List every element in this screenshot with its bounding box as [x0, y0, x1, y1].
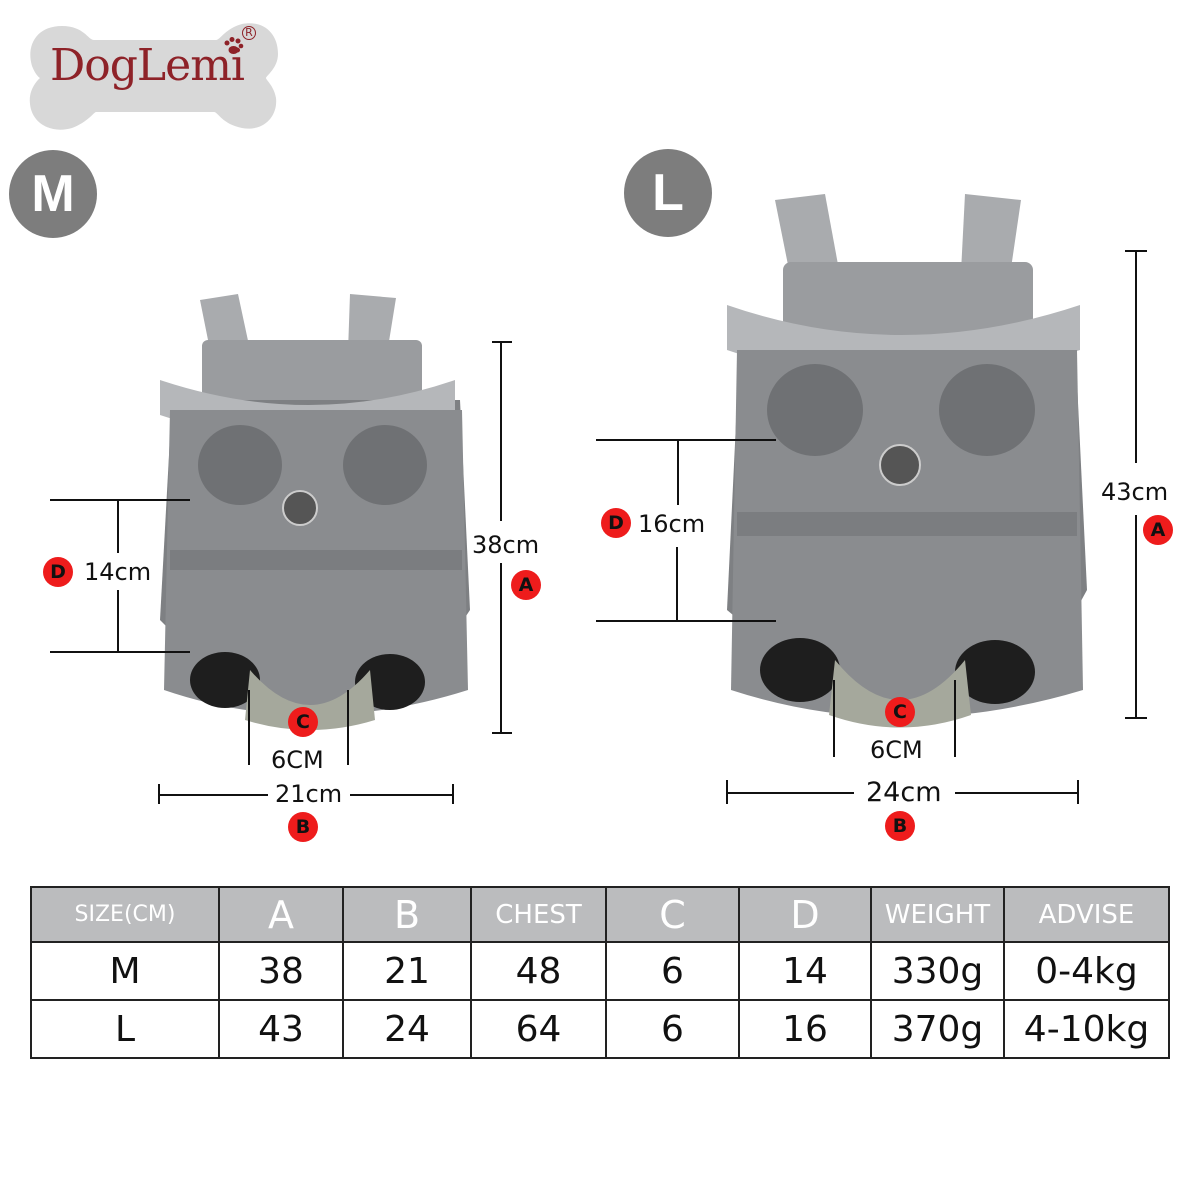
- shoulder-straps: [775, 194, 1021, 282]
- dim-label-c-m: 6CM: [271, 746, 324, 774]
- cell-size: L: [30, 999, 220, 1059]
- cell-d: 16: [738, 999, 872, 1059]
- dim-label-c-l: 6CM: [870, 736, 923, 764]
- dim-label-d-l: 16cm: [638, 510, 706, 538]
- dim-badge-c-l: C: [885, 697, 915, 727]
- brand-patch: [282, 490, 318, 526]
- dim-label-d-m: 14cm: [84, 558, 152, 586]
- elastic-band: [737, 512, 1077, 536]
- header-advise: ADVISE: [1003, 886, 1170, 943]
- dim-d-l-bottom-line: [596, 620, 776, 622]
- dim-label-b-l: 24cm: [866, 777, 942, 808]
- leg-hole-left-top: [198, 425, 282, 505]
- table-row: L 43 24 64 6 16 370g 4-10kg: [30, 999, 1170, 1059]
- dim-d-m-top-line: [50, 499, 190, 501]
- dim-c-l-left-line: [833, 680, 835, 757]
- dim-a-m-cap-top: [492, 341, 512, 343]
- leg-hole-right-top: [343, 425, 427, 505]
- cell-b: 24: [342, 999, 472, 1059]
- inner-cushion: [783, 262, 1033, 342]
- brand-patch: [879, 444, 921, 486]
- header-c: C: [605, 886, 740, 943]
- dim-b-l-hline-left: [726, 792, 854, 794]
- dim-badge-b-l: B: [885, 811, 915, 841]
- cell-b: 21: [342, 941, 472, 1001]
- dim-c-m-right-line: [347, 690, 349, 765]
- dim-d-l-vline-lower: [676, 547, 678, 621]
- dim-b-l-cap-right: [1077, 780, 1079, 804]
- size-badge-m: M: [9, 150, 97, 238]
- leg-hole-left-bottom: [190, 652, 260, 708]
- dim-a-m-cap-bottom: [492, 732, 512, 734]
- header-a: A: [218, 886, 344, 943]
- bone-shape: [29, 23, 278, 130]
- cell-a: 38: [218, 941, 344, 1001]
- dim-b-m-hline-left: [158, 794, 268, 796]
- cell-chest: 64: [470, 999, 607, 1059]
- cell-size: M: [30, 941, 220, 1001]
- dim-a-l-vline-upper: [1135, 250, 1137, 463]
- header-chest: CHEST: [470, 886, 607, 943]
- dim-d-l-top-line: [596, 439, 776, 441]
- dim-b-l-hline-right: [955, 792, 1079, 794]
- elastic-band: [170, 550, 462, 570]
- dim-a-m-vline-lower: [500, 563, 502, 733]
- size-chart-table: SIZE(CM) A B CHEST C D WEIGHT ADVISE M 3…: [30, 886, 1170, 1059]
- dim-c-m-left-line: [248, 690, 250, 765]
- leg-hole-left-top: [767, 364, 863, 456]
- header-b: B: [342, 886, 472, 943]
- dim-b-m-cap-right: [452, 784, 454, 804]
- dim-d-l-vline-upper: [677, 440, 679, 505]
- registered-mark: R: [242, 26, 256, 40]
- dim-a-l-vline-lower: [1135, 515, 1137, 719]
- dim-label-a-m: 38cm: [472, 531, 540, 559]
- dim-d-m-vline-upper: [117, 500, 119, 553]
- cell-d: 14: [738, 941, 872, 1001]
- dim-badge-a-m: A: [511, 570, 541, 600]
- dim-b-m-hline-right: [350, 794, 454, 796]
- dim-badge-d-l: D: [601, 508, 631, 538]
- dim-c-l-right-line: [954, 680, 956, 757]
- table-header-row: SIZE(CM) A B CHEST C D WEIGHT ADVISE: [30, 886, 1170, 943]
- cell-chest: 48: [470, 941, 607, 1001]
- header-size: SIZE(CM): [30, 886, 220, 943]
- cell-advise: 4-10kg: [1003, 999, 1170, 1059]
- brand-name: DogLemi: [50, 40, 245, 91]
- inner-cushion: [202, 340, 422, 400]
- dim-a-m-vline-upper: [500, 341, 502, 521]
- dim-badge-a-l: A: [1143, 515, 1173, 545]
- dim-badge-d-m: D: [43, 557, 73, 587]
- dim-label-b-m: 21cm: [275, 780, 343, 808]
- dim-d-m-vline-lower: [117, 590, 119, 652]
- bottom-mesh-panel: [245, 670, 375, 730]
- leg-hole-left-bottom: [760, 638, 840, 702]
- leg-hole-right-bottom: [955, 640, 1035, 704]
- size-badge-l: L: [624, 149, 712, 237]
- header-weight: WEIGHT: [870, 886, 1005, 943]
- header-d: D: [738, 886, 872, 943]
- paw-print-icon: [224, 37, 244, 54]
- cell-weight: 330g: [870, 941, 1005, 1001]
- carrier-image-l: [727, 194, 1087, 728]
- doglemi-bone-logo: [29, 23, 278, 130]
- cell-c: 6: [605, 941, 740, 1001]
- cell-c: 6: [605, 999, 740, 1059]
- dim-badge-c-m: C: [288, 707, 318, 737]
- cell-weight: 370g: [870, 999, 1005, 1059]
- table-row: M 38 21 48 6 14 330g 0-4kg: [30, 941, 1170, 1001]
- dim-d-m-bottom-line: [50, 651, 190, 653]
- leg-hole-right-top: [939, 364, 1035, 456]
- carrier-image-m: [160, 294, 470, 730]
- dim-label-a-l: 43cm: [1101, 478, 1169, 506]
- dim-a-l-cap-bottom: [1125, 717, 1147, 719]
- cell-a: 43: [218, 999, 344, 1059]
- bottom-mesh-panel: [829, 660, 971, 728]
- cell-advise: 0-4kg: [1003, 941, 1170, 1001]
- dim-badge-b-m: B: [288, 812, 318, 842]
